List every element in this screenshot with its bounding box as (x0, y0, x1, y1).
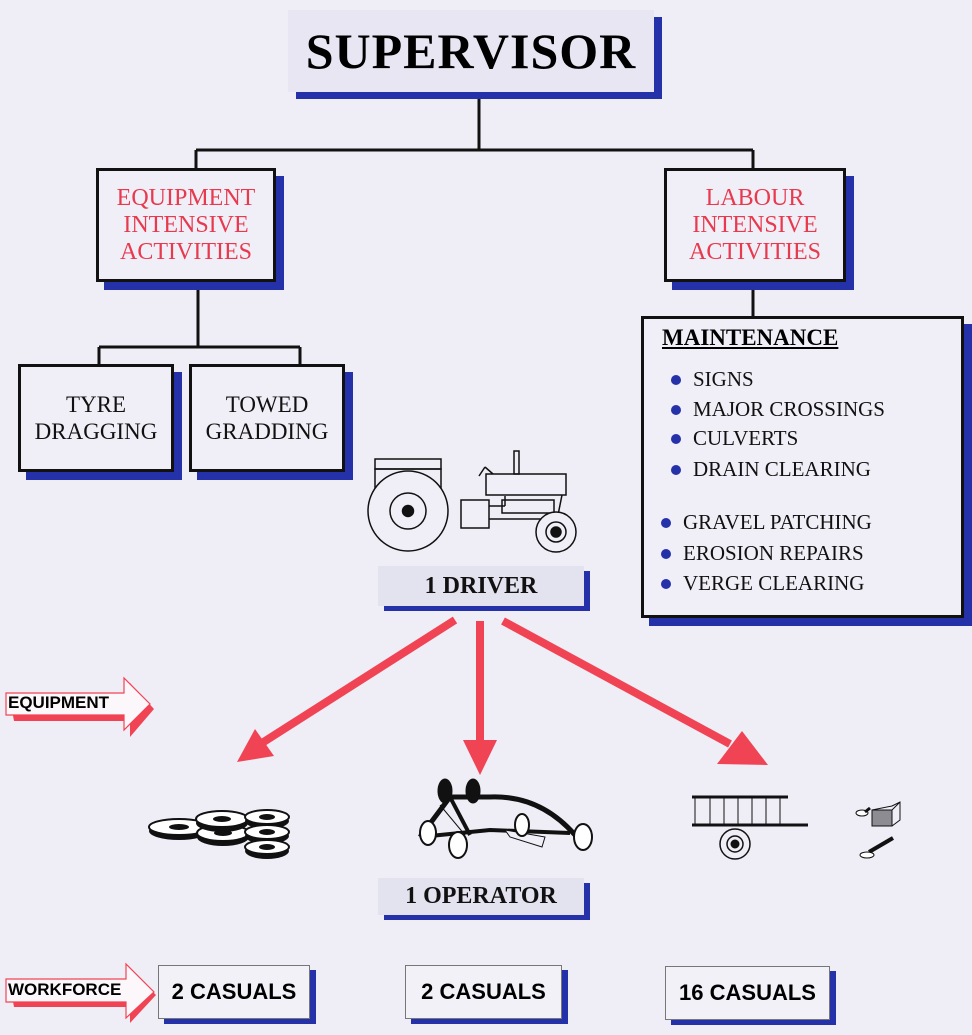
maintenance-item: EROSION REPAIRS (661, 541, 864, 566)
maintenance-item-label: VERGE CLEARING (683, 571, 865, 595)
workforce-box-labour: 16 CASUALS (665, 966, 830, 1020)
arrow-right-head (717, 731, 768, 765)
equipment-line-2: INTENSIVE (123, 211, 249, 238)
workforce-count: 16 CASUALS (679, 980, 816, 1005)
workforce-count: 2 CASUALS (171, 979, 297, 1004)
hand-tools-icon (855, 801, 901, 859)
bullet-icon (671, 464, 681, 475)
towed-gradding-box: TOWED GRADDING (189, 364, 345, 472)
labour-line-2: INTENSIVE (692, 211, 818, 238)
bullet-icon (671, 374, 681, 385)
workforce-box-grader: 2 CASUALS (405, 965, 562, 1019)
maintenance-item: DRAIN CLEARING (671, 457, 871, 482)
arrow-left-head (237, 729, 274, 762)
bullet-icon (661, 517, 671, 528)
tyre-line-2: DRAGGING (34, 419, 158, 444)
towed-line-2: GRADDING (205, 419, 329, 444)
workforce-box-tyre: 2 CASUALS (158, 965, 310, 1019)
arrow-center-head (463, 740, 497, 775)
bullet-icon (671, 433, 681, 444)
arrow-right-shaft (501, 617, 732, 748)
equipment-line-3: ACTIVITIES (120, 238, 252, 265)
maintenance-item: MAJOR CROSSINGS (671, 397, 885, 422)
tractor-icon (367, 450, 577, 553)
bullet-icon (661, 578, 671, 589)
equipment-intensive-box: EQUIPMENT INTENSIVE ACTIVITIES (96, 168, 276, 282)
operator-label-text: 1 OPERATOR (405, 883, 557, 909)
bullet-icon (661, 548, 671, 559)
equipment-line-1: EQUIPMENT (116, 184, 256, 211)
maintenance-item: CULVERTS (671, 426, 798, 451)
labour-intensive-box: LABOUR INTENSIVE ACTIVITIES (664, 168, 846, 282)
labour-line-1: LABOUR (705, 184, 805, 211)
bullet-icon (671, 404, 681, 415)
equipment-side-label: EQUIPMENT (8, 693, 110, 712)
driver-label-text: 1 DRIVER (424, 572, 538, 599)
supervisor-title-box: SUPERVISOR (288, 10, 654, 92)
tyres-icon (148, 809, 290, 859)
maintenance-item-label: EROSION REPAIRS (683, 541, 864, 565)
maintenance-title: MAINTENANCE (662, 325, 839, 350)
maintenance-item-label: DRAIN CLEARING (693, 457, 871, 481)
towed-line-1: TOWED (225, 392, 309, 417)
supervisor-title: SUPERVISOR (305, 23, 637, 79)
maintenance-item-label: CULVERTS (693, 426, 799, 450)
maintenance-item: GRAVEL PATCHING (661, 510, 872, 535)
right-arrow-icon (5, 962, 156, 1023)
towed-grader-icon (418, 778, 593, 859)
right-arrow-icon (5, 676, 154, 737)
maintenance-item-label: SIGNS (693, 367, 754, 391)
workforce-side-label: WORKFORCE (8, 980, 122, 999)
maintenance-box: MAINTENANCE SIGNS MAJOR CROSSINGS CULVER… (641, 316, 964, 618)
workforce-count: 2 CASUALS (421, 979, 546, 1004)
arrow-left-shaft (259, 616, 458, 747)
driver-label: 1 DRIVER (378, 566, 584, 606)
equipment-side-arrow: EQUIPMENT (2, 672, 162, 742)
trailer-icon (692, 795, 808, 860)
driver-arrows (237, 616, 768, 775)
maintenance-item-label: MAJOR CROSSINGS (693, 397, 885, 421)
operator-label: 1 OPERATOR (378, 878, 584, 915)
maintenance-item: SIGNS (671, 367, 754, 392)
maintenance-item: VERGE CLEARING (661, 571, 864, 596)
tyre-line-1: TYRE (65, 392, 127, 417)
maintenance-item-label: GRAVEL PATCHING (683, 510, 872, 534)
workforce-side-arrow: WORKFORCE (2, 958, 162, 1028)
labour-line-3: ACTIVITIES (689, 238, 821, 265)
tyre-dragging-box: TYRE DRAGGING (18, 364, 174, 472)
